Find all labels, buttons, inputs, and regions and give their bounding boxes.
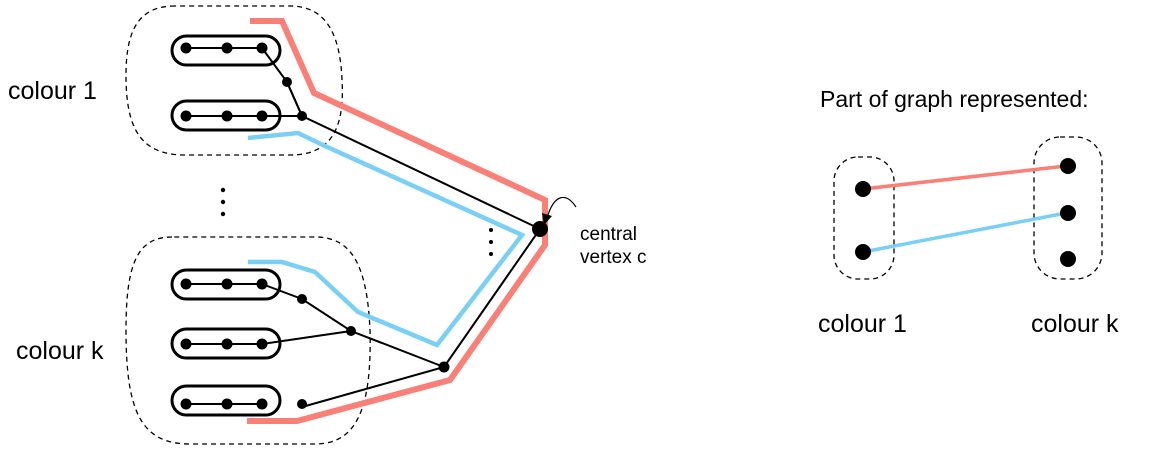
vertices-left [180,42,450,410]
black-connections [261,47,542,408]
vertical-ellipsis-middle [489,228,493,256]
vertices-right [855,158,1076,267]
label-colour-k-right: colour k [1031,310,1119,338]
label-central: central [580,224,637,245]
group-colour-1 [125,5,344,156]
panel-title: Part of graph represented: [820,86,1089,112]
label-colour-k-left: colour k [16,337,104,365]
blue-path [247,130,526,348]
right-blue-edge [862,211,1067,254]
label-colour-1-left: colour 1 [8,77,97,105]
vertex-paths [170,34,282,417]
arrowhead [542,213,552,225]
group-right-colour-1 [833,156,895,280]
vertical-ellipsis-left [220,187,226,217]
central-vertex-arrow [546,196,577,219]
group-colour-k [125,236,371,445]
right-red-edge [862,164,1067,191]
label-colour-1-right: colour 1 [818,310,907,338]
label-vertex-c: vertex c [580,247,647,268]
central-vertex [532,221,548,237]
group-right-colour-k [1033,136,1103,280]
